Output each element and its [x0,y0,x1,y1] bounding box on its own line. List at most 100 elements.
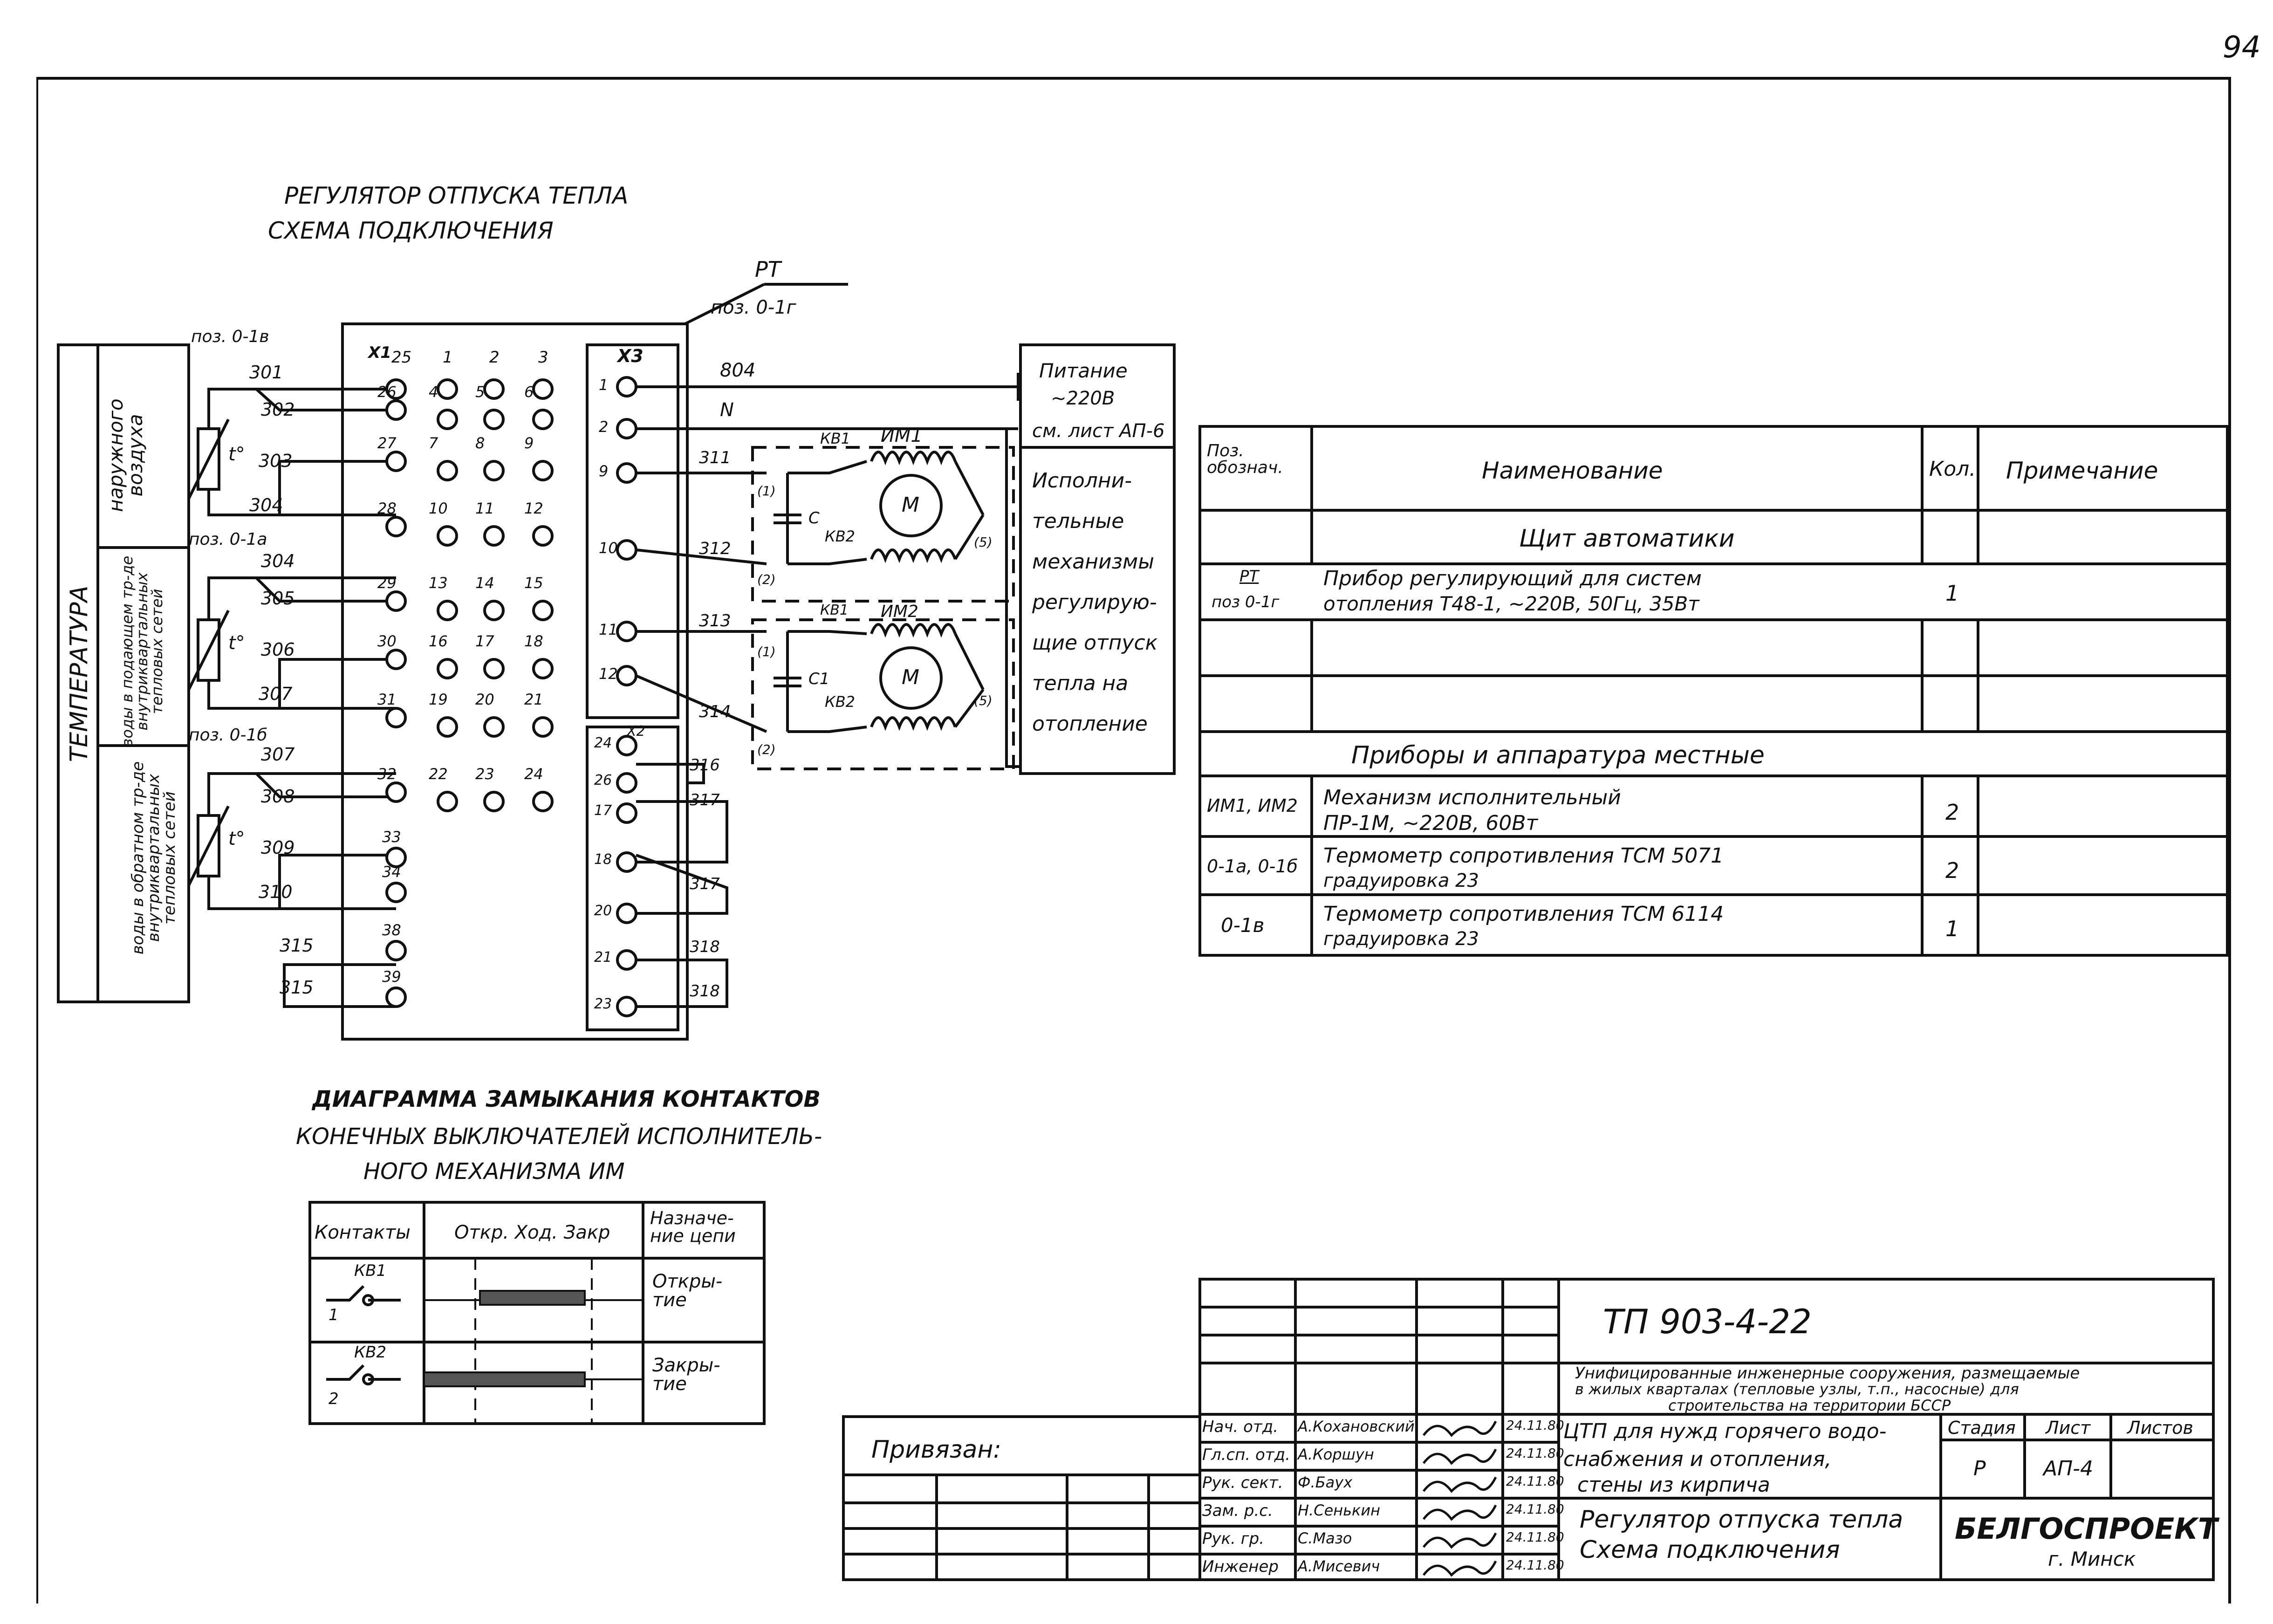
x2-terminal [616,996,637,1017]
sheet-number: 94 [2223,30,2261,65]
x1-terminal-label: 23 [475,765,494,783]
x1-terminal [532,716,554,738]
spec-row4-pos: 0-1в [1221,914,1265,937]
x1-terminal [437,409,458,430]
x1-terminal [437,600,458,621]
staff-role: Инженер [1202,1557,1279,1576]
contact-header-contacts: Контакты [315,1222,411,1243]
actuator-description-line: щие отпуск [1032,631,1158,655]
bound-label: Привязан: [871,1436,1001,1464]
x1-terminal [385,987,407,1008]
x3-terminal [616,462,637,484]
contact-row1-label: КВ1 [354,1261,387,1280]
x3-terminal [616,665,637,686]
contact-row1-purpose: Откры-тие [652,1271,723,1311]
x1-terminal-label: 17 [475,632,494,650]
sheet-header: Лист [2046,1418,2091,1438]
wire-number: 306 [261,639,295,660]
spec-row1-pos: РТ [1239,567,1259,586]
wire-number: 314 [699,702,731,721]
actuator-1-label: ИМ1 [881,425,923,446]
x1-terminal-label: 20 [475,691,494,708]
signature [1423,1532,1497,1549]
x1-terminal [385,781,407,803]
staff-name: А.Коршун [1298,1446,1374,1463]
x2-terminal [616,851,637,873]
x2-terminal-label: 23 [594,996,612,1012]
contact-row2-num: 2 [329,1390,339,1408]
x1-terminal [483,525,505,547]
sheet-title-2: Схема подключения [1580,1536,1840,1564]
x1-terminal-label: 32 [377,765,397,783]
project-line-1: Унифицированные инженерные сооружения, р… [1575,1364,2080,1383]
wire-number: 301 [249,362,283,383]
x1-terminal [385,649,407,670]
x2-terminal [616,772,637,794]
x1-terminal [385,590,407,612]
spec-row1-name: Прибор регулирующий для систем [1323,567,1702,590]
x1-terminal [532,525,554,547]
staff-date: 24.11.80 [1506,1501,1564,1517]
x1-terminal [385,399,407,421]
staff-name: А.Кохановский [1298,1418,1415,1435]
wire-number: 307 [261,744,295,765]
wire-number: 317 [690,791,720,809]
contact-diagram-title-1: ДИАГРАММА ЗАМЫКАНИЯ КОНТАКТОВ [312,1086,821,1112]
wire-number: 308 [261,786,295,807]
kv2-label-b: КВ2 [825,693,856,711]
x3-terminal-label: 12 [599,665,618,683]
x2-terminal-label: 26 [594,772,612,788]
sensor-pos-1b: поз. 0-1б [189,726,267,745]
x1-terminal [437,460,458,481]
spec-row4-name2: градуировка 23 [1323,928,1479,950]
signature [1423,1448,1497,1465]
x1-terminal-label: 1 [443,348,453,367]
x1-terminal [483,658,505,679]
wire-n: N [720,399,734,421]
motor-1-t5: (5) [974,534,993,550]
motor-2-t2: (2) [757,742,776,757]
x1-terminal-label: 18 [524,632,543,650]
project-line-3: строительства на территории БССР [1668,1397,1951,1414]
project-line-2: в жилых кварталах (тепловые узлы, т.п., … [1575,1380,2019,1398]
contact-row2-purpose: Закры-тие [652,1355,720,1395]
wire-number: 317 [690,875,720,893]
x2-terminal-label: 24 [594,735,612,751]
x2-terminal [616,903,637,924]
stage-value: Р [1973,1457,1986,1480]
group-outdoor-air: наружного воздуха [104,398,147,512]
x1-terminal-label: 15 [524,574,543,592]
spec-row1-qty: 1 [1945,581,1959,606]
spec-row1-pos2: поз 0-1г [1212,593,1280,611]
strip-x2-label: X2 [627,723,645,740]
contact-header-travel: Откр. Ход. Закр [454,1222,610,1243]
staff-role: Рук. сект. [1202,1473,1283,1492]
x1-terminal [385,847,407,868]
spec-row2-name2: ПР-1М, ~220В, 60Вт [1323,811,1538,835]
staff-date: 24.11.80 [1506,1557,1564,1573]
temperature-label: ТЕМПЕРАТУРА [65,585,93,762]
wire-number: 315 [280,977,314,998]
staff-role: Зам. р.с. [1202,1501,1273,1520]
device-pos: поз. 0-1г [711,297,796,318]
sensor-pos-1v: поз. 0-1в [191,327,269,346]
spec-row3-name: Термометр сопротивления ТСМ 5071 [1323,844,1724,868]
org-name: БЕЛГОСПРОЕКТ [1955,1512,2218,1546]
x1-terminal-label: 8 [475,434,485,452]
spec-row4-qty: 1 [1945,916,1959,941]
power-label-3: см. лист АП-6 [1032,420,1165,442]
motor-1-t2: (2) [757,572,776,587]
x3-terminal-label: 9 [599,462,609,480]
x1-terminal [483,460,505,481]
x1-terminal [437,791,458,812]
x1-terminal [437,525,458,547]
x2-terminal [616,949,637,971]
spec-row1-name2: отопления Т48-1, ~220В, 50Гц, 35Вт [1323,592,1699,615]
x1-terminal [532,378,554,400]
actuator-description-line: механизмы [1032,550,1154,574]
wire-number: 304 [261,551,295,571]
stage-header: Стадия [1948,1418,2016,1438]
device-tag: РТ [755,257,781,282]
spec-header-qty: Кол. [1929,457,1976,481]
x3-terminal-label: 1 [599,376,609,394]
